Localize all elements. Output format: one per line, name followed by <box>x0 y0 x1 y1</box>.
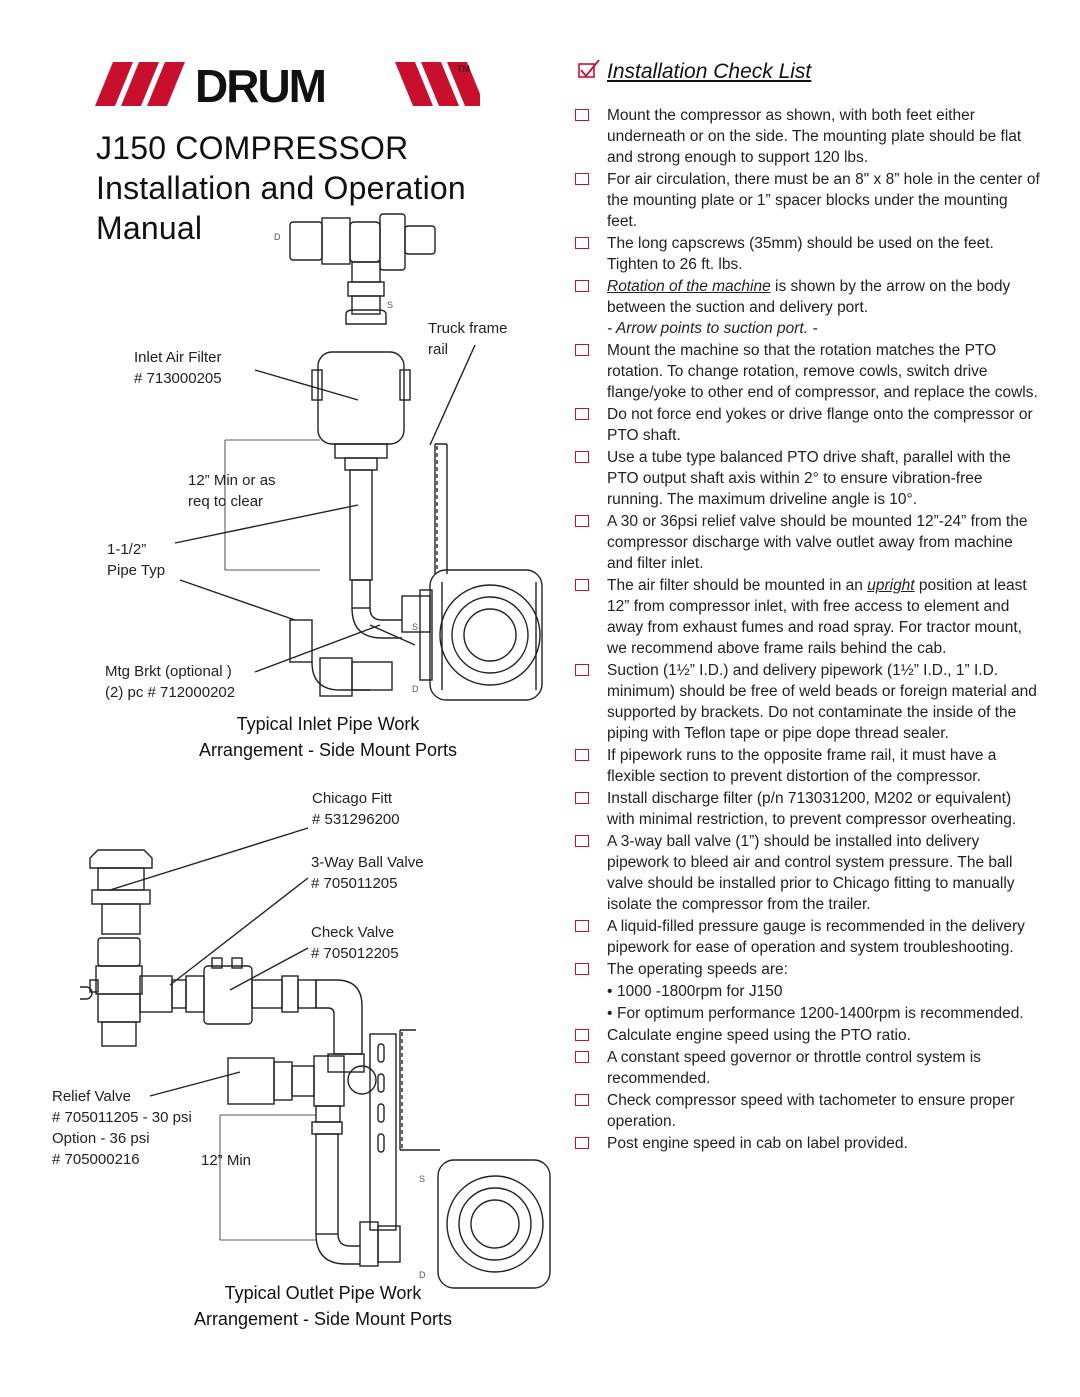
list-item: If pipework runs to the opposite frame r… <box>572 745 1042 787</box>
checkbox-icon <box>575 792 589 804</box>
drum-logo: DRUM TM <box>95 62 480 106</box>
port-d-low: D <box>419 1270 426 1280</box>
checkbox-icon <box>575 664 589 676</box>
label-ball-valve: 3-Way Ball Valve # 705011205 <box>311 854 424 892</box>
list-item: Suction (1½” I.D.) and delivery pipework… <box>572 660 1042 744</box>
title-line-2: Installation and Operation <box>96 170 466 206</box>
title-line-1: J150 COMPRESSOR <box>96 130 409 166</box>
port-s-low: S <box>419 1174 425 1184</box>
rotation-emphasis: Rotation of the machine <box>607 278 771 295</box>
checkbox-icon <box>575 1094 589 1106</box>
list-item: The long capscrews (35mm) should be used… <box>572 233 1042 275</box>
list-item: Mount the compressor as shown, with both… <box>572 105 1042 168</box>
speed-bullet: 1000 -1800rpm for J150 <box>572 981 1042 1002</box>
list-item: A 30 or 36psi relief valve should be mou… <box>572 511 1042 574</box>
list-item: Rotation of the machine is shown by the … <box>572 276 1042 339</box>
port-s-top: S <box>387 300 393 310</box>
checkbox-icon <box>575 920 589 932</box>
checkbox-icon <box>575 451 589 463</box>
tm-mark: TM <box>457 64 470 74</box>
list-item: Post engine speed in cab on label provid… <box>572 1133 1042 1154</box>
checkbox-icon <box>575 344 589 356</box>
list-item: Check compressor speed with tachometer t… <box>572 1090 1042 1132</box>
list-item: Install discharge filter (p/n 713031200,… <box>572 788 1042 830</box>
port-s-mid: S <box>412 622 418 632</box>
label-inlet-air-filter: Inlet Air Filter # 713000205 <box>134 349 222 387</box>
label-min-clear: 12” Min or as req to clear <box>188 472 276 510</box>
title-line-3: Manual <box>96 210 203 246</box>
outlet-pipe-diagram: S D <box>80 827 551 1289</box>
checkbox-icon <box>575 835 589 847</box>
speed-bullet: For optimum performance 1200-1400rpm is … <box>572 1003 1042 1024</box>
checkbox-icon <box>575 408 589 420</box>
checkbox-icon <box>575 280 589 292</box>
checkbox-icon <box>575 963 589 975</box>
label-pipe-size: 1-1/2” Pipe Typ <box>107 541 166 579</box>
logo-text: DRUM <box>195 62 325 106</box>
list-item: The operating speeds are: <box>572 959 1042 980</box>
inlet-pipe-diagram: D S S D <box>174 213 543 701</box>
list-item: A liquid-filled pressure gauge is recomm… <box>572 916 1042 958</box>
checkbox-checked-icon <box>578 59 600 78</box>
installation-checklist: Mount the compressor as shown, with both… <box>572 105 1042 1155</box>
checkbox-icon <box>575 237 589 249</box>
checkbox-icon <box>575 173 589 185</box>
checkbox-icon <box>575 109 589 121</box>
upright-emphasis: upright <box>867 577 915 594</box>
list-item: A constant speed governor or throttle co… <box>572 1047 1042 1089</box>
port-d-top: D <box>274 232 281 242</box>
caption-outlet: Typical Outlet Pipe Work Arrangement - S… <box>193 1283 453 1329</box>
port-d-mid: D <box>412 684 419 694</box>
list-item: Use a tube type balanced PTO drive shaft… <box>572 447 1042 510</box>
label-mtg-brkt: Mtg Brkt (optional ) (2) pc # 712000202 <box>105 663 236 701</box>
label-relief-valve: Relief Valve # 705011205 - 30 psi Option… <box>52 1088 192 1168</box>
list-item: Do not force end yokes or drive flange o… <box>572 404 1042 446</box>
checkbox-icon <box>575 579 589 591</box>
label-check-valve: Check Valve # 705012205 <box>311 924 399 962</box>
checkbox-icon <box>575 1137 589 1149</box>
document-title: J150 COMPRESSOR Installation and Operati… <box>96 128 466 248</box>
list-item: The air filter should be mounted in an u… <box>572 575 1042 659</box>
list-item: A 3-way ball valve (1”) should be instal… <box>572 831 1042 915</box>
checkbox-icon <box>575 749 589 761</box>
checkbox-icon <box>575 1051 589 1063</box>
checklist-title: Installation Check List <box>607 60 812 83</box>
list-item: Calculate engine speed using the PTO rat… <box>572 1025 1042 1046</box>
label-truck-frame: Truck frame rail <box>428 320 508 358</box>
checkbox-icon <box>575 515 589 527</box>
list-item: Mount the machine so that the rotation m… <box>572 340 1042 403</box>
rotation-note: - Arrow points to suction port. - <box>607 320 818 337</box>
list-item: For air circulation, there must be an 8"… <box>572 169 1042 232</box>
label-12-min: 12” Min <box>201 1152 252 1169</box>
checkbox-icon <box>575 1029 589 1041</box>
caption-inlet: Typical Inlet Pipe Work Arrangement - Si… <box>198 714 458 760</box>
label-chicago-fitting: Chicago Fitt # 531296200 <box>312 790 400 828</box>
